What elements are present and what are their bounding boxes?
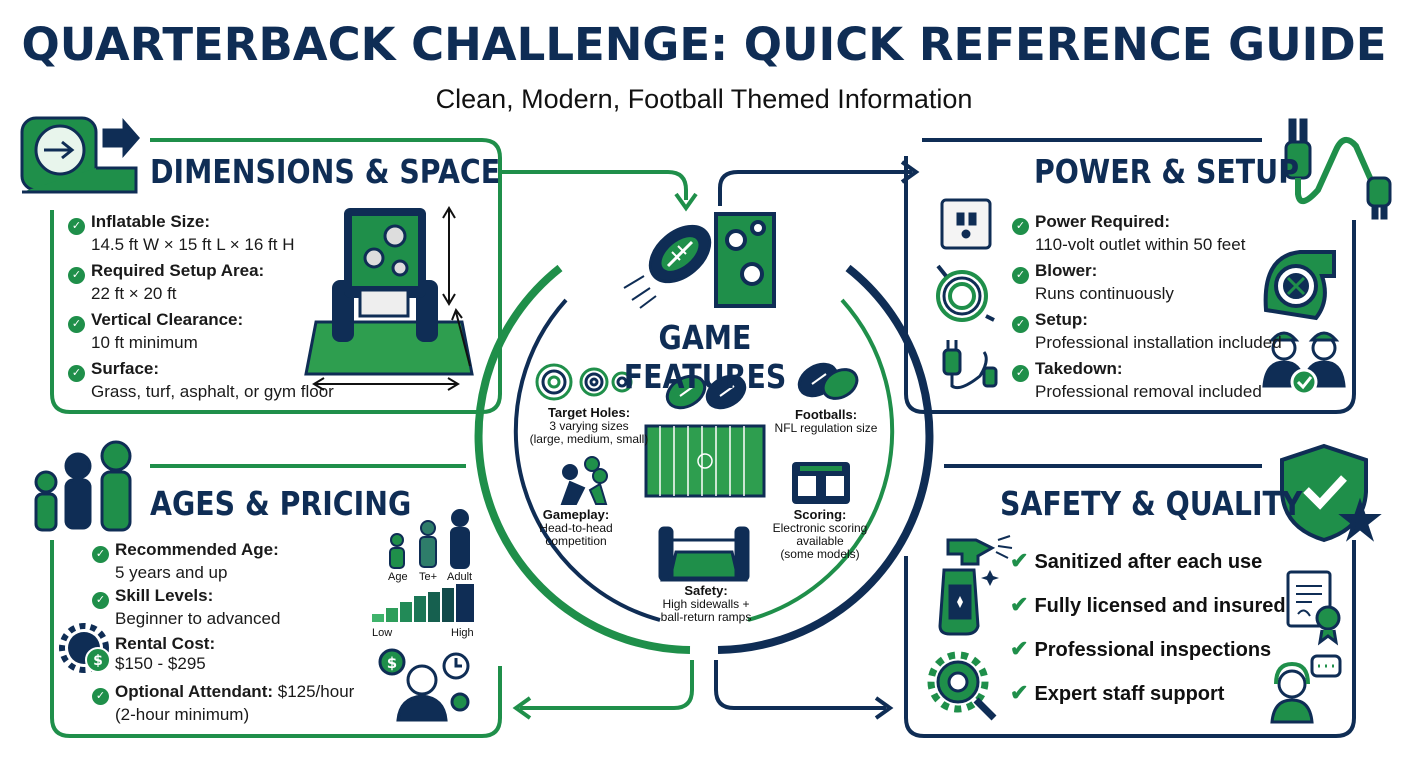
- tape-measure-icon: [20, 116, 140, 194]
- dimensions-item: ✓Surface: Grass, turf, asphalt, or gym f…: [68, 359, 334, 402]
- dimensions-item: ✓Vertical Clearance: 10 ft minimum: [68, 310, 243, 353]
- panel-frame-safety: [904, 464, 1356, 738]
- football-icon: [623, 224, 712, 309]
- check-icon: ✓: [92, 592, 109, 609]
- plug-cord-icon: [942, 340, 998, 390]
- blower-icon: [1263, 250, 1336, 321]
- age-label-adult: Adult: [447, 571, 473, 583]
- gear-dollar-icon: $: [59, 623, 111, 673]
- check-icon: ✓: [1012, 316, 1029, 333]
- ages-item: Rental Cost: $150 - $295: [115, 634, 216, 673]
- skill-ramp-icon: [372, 584, 474, 622]
- power-item: ✓Setup: Professional installation includ…: [1012, 310, 1282, 353]
- skill-high-label: High: [451, 627, 474, 639]
- safety-item: ✔Expert staff support: [1010, 680, 1225, 705]
- safety-title: SAFETY & QUALITY: [1000, 484, 1303, 523]
- feature-safety: Safety:High sidewalls +ball-return ramps: [660, 583, 752, 624]
- feature-footballs: Footballs:NFL regulation size: [774, 407, 878, 435]
- svg-text:$: $: [387, 654, 397, 672]
- panel-frame-dimensions: [50, 138, 502, 414]
- checkmark-icon: ✔: [1010, 680, 1029, 705]
- safety-item: ✔Sanitized after each use: [1010, 548, 1263, 573]
- dimensions-item: ✓Inflatable Size: 14.5 ft W × 15 ft L × …: [68, 212, 294, 255]
- dimensions-item: ✓Required Setup Area: 22 ft × 20 ft: [68, 261, 264, 304]
- plug-icon: [1284, 118, 1392, 220]
- panel-frame-ages: [50, 464, 502, 738]
- target-frame-icon: [304, 206, 474, 391]
- power-item: ✓Takedown: Professional removal included: [1012, 359, 1262, 402]
- check-icon: ✓: [1012, 365, 1029, 382]
- age-label-child: Age: [388, 571, 408, 583]
- headset-agent-icon: [1270, 654, 1342, 724]
- footballs-pair-icon: [665, 362, 859, 410]
- safety-inflatable-icon: [658, 526, 750, 582]
- game-features-title: GAME FEATURES: [623, 318, 787, 396]
- panel-frame-power: [904, 138, 1356, 414]
- target-holes-icon: [535, 363, 633, 401]
- staff-icon: [1262, 331, 1346, 396]
- page-subtitle: Clean, Modern, Football Themed Informati…: [435, 84, 973, 114]
- power-item: ✓Power Required: 110-volt outlet within …: [1012, 212, 1245, 255]
- check-icon: ✓: [68, 316, 85, 333]
- power-item: ✓Blower: Runs continuously: [1012, 261, 1174, 304]
- check-icon: ✓: [1012, 267, 1029, 284]
- football-field-icon: [644, 424, 766, 498]
- certificate-icon: [1286, 570, 1341, 646]
- page-title: QUARTERBACK CHALLENGE: QUICK REFERENCE G…: [21, 18, 1387, 71]
- check-icon: ✓: [92, 546, 109, 563]
- age-label-teen: Te+: [419, 571, 438, 583]
- check-icon: ✓: [68, 267, 85, 284]
- dimensions-title: DIMENSIONS & SPACE: [150, 152, 501, 191]
- skill-low-label: Low: [372, 627, 393, 639]
- age-figures-icon: [389, 509, 470, 569]
- feature-target-holes: Target Holes:3 varying sizes(large, medi…: [529, 405, 649, 446]
- checkmark-icon: ✔: [1010, 548, 1029, 573]
- attendant-icon: $: [378, 648, 470, 722]
- check-icon: ✓: [92, 688, 109, 705]
- connector-arrows: [500, 160, 920, 720]
- ages-item: ✓Skill Levels: Beginner to advanced: [92, 586, 280, 629]
- center-ring: [474, 264, 934, 654]
- family-icon: [34, 440, 132, 532]
- ages-item: ✓Optional Attendant: $125/hour (2-hour m…: [92, 682, 354, 725]
- svg-text:$: $: [93, 653, 103, 669]
- check-icon: ✓: [68, 365, 85, 382]
- check-icon: ✓: [68, 218, 85, 235]
- checkmark-icon: ✔: [1010, 636, 1029, 661]
- shield-check-icon: [1280, 443, 1382, 543]
- safety-item: ✔Professional inspections: [1010, 636, 1272, 661]
- outlet-icon: [940, 198, 992, 250]
- ages-title: AGES & PRICING: [150, 484, 412, 523]
- spray-bottle-icon: [938, 535, 1013, 636]
- players-icon: [560, 456, 608, 505]
- safety-item: ✔Fully licensed and insured: [1010, 592, 1286, 617]
- checkmark-icon: ✔: [1010, 592, 1029, 617]
- target-board-icon: [714, 212, 776, 308]
- ages-item: ✓Recommended Age: 5 years and up: [92, 540, 279, 583]
- check-icon: ✓: [1012, 218, 1029, 235]
- scoreboard-icon: [792, 462, 850, 504]
- gear-search-icon: [927, 651, 997, 721]
- power-title: POWER & SETUP: [1034, 152, 1300, 191]
- cord-icon: [936, 264, 995, 322]
